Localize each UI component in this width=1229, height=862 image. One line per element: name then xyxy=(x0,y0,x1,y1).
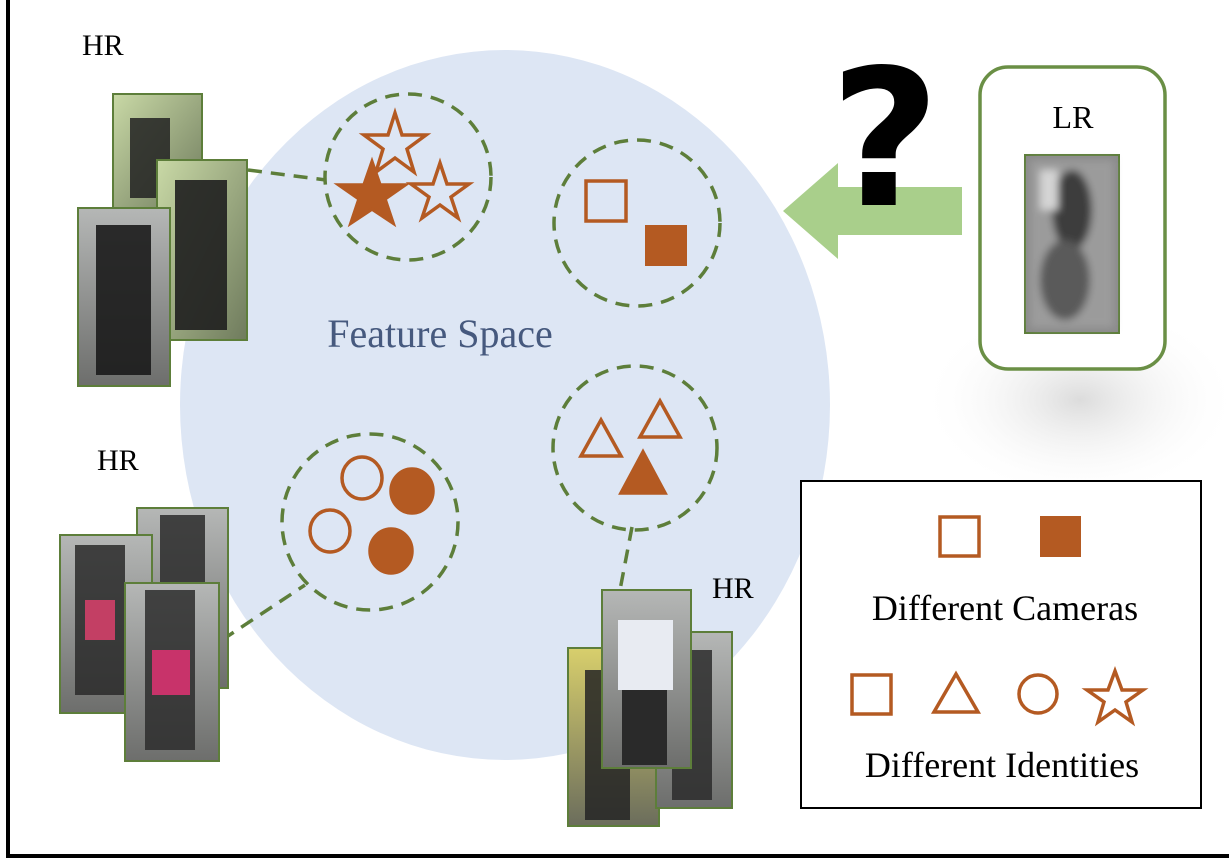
legend-square-filled-icon xyxy=(1040,516,1081,557)
star-filled-icon xyxy=(333,156,411,228)
connectors xyxy=(221,168,634,642)
lr-image-blur-c xyxy=(1040,170,1058,210)
triangle-outline-icon xyxy=(637,397,683,439)
legend-identities-label: Different Identities xyxy=(865,745,1139,785)
lr-image-blur-b xyxy=(1040,240,1090,320)
star-cluster-circle xyxy=(323,92,493,262)
circle-filled-icon xyxy=(368,527,414,575)
feature-space-label: Feature Space xyxy=(327,311,552,356)
lr-label: LR xyxy=(1053,99,1095,135)
legend-square-outline-icon xyxy=(938,515,981,558)
hr-image-group-left xyxy=(59,507,229,762)
hr-label-left: HR xyxy=(97,444,139,477)
connector-top-cluster xyxy=(247,168,327,182)
triangle-cluster-circle xyxy=(551,364,719,532)
hr-label-bottom: HR xyxy=(712,572,754,605)
circle-outline-icon xyxy=(308,508,352,554)
legend-square-icon xyxy=(850,673,893,716)
connector-triangle-cluster xyxy=(618,526,634,591)
square-cluster-circle xyxy=(552,138,722,308)
hr-image-group-top xyxy=(77,93,248,387)
lr-image xyxy=(1024,154,1120,334)
connector-circle-cluster xyxy=(221,583,306,642)
square-filled-icon xyxy=(645,225,687,266)
triangle-outline-icon xyxy=(578,416,624,458)
handbag xyxy=(85,600,115,640)
legend-triangle-icon xyxy=(930,670,982,714)
query-arrow xyxy=(783,163,962,259)
legend-cameras-label: Different Cameras xyxy=(872,588,1138,628)
question-mark-icon: ? xyxy=(830,29,940,250)
square-outline-icon xyxy=(584,179,628,223)
person-pants xyxy=(622,690,667,765)
person-silhouette xyxy=(175,180,227,330)
circle-outline-icon xyxy=(340,455,384,501)
triangle-filled-icon xyxy=(618,448,668,495)
legend-box xyxy=(800,480,1202,809)
hr-image-group-bottom xyxy=(567,589,733,827)
hr-label-top: HR xyxy=(82,29,124,62)
star-outline-icon xyxy=(358,107,432,177)
circle-cluster-circle xyxy=(280,432,460,612)
handbag xyxy=(152,650,190,695)
legend-circle-icon xyxy=(1017,673,1059,715)
legend-star-icon xyxy=(1081,665,1149,727)
lr-image-blur-a xyxy=(1052,170,1092,250)
person-silhouette xyxy=(96,225,151,375)
circle-filled-icon xyxy=(389,467,435,515)
person-shirt xyxy=(618,620,673,690)
star-outline-icon xyxy=(405,157,475,223)
